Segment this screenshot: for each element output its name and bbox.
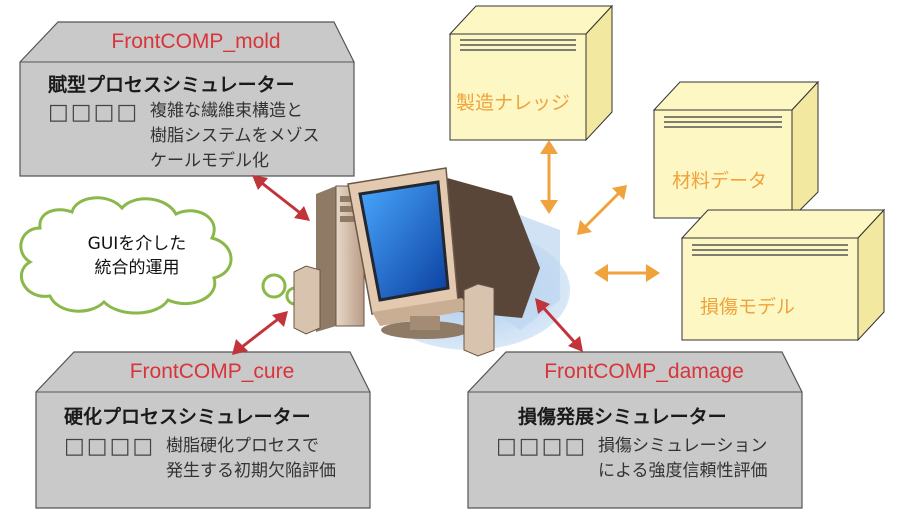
module-damage-box [467, 351, 803, 509]
module-cure-heading: 硬化プロセスシミュレーター [64, 406, 311, 428]
arrow-to-mold [252, 175, 310, 221]
module-damage-boxes: □□□□ [496, 434, 588, 459]
database-knowledge-label: 製造ナレッジ [456, 92, 571, 114]
module-mold-heading: 賦型プロセスシミュレーター [48, 74, 295, 96]
database-damage-model-label: 損傷モデル [700, 296, 796, 318]
module-mold-desc-line: 複雑な繊維束構造と [150, 101, 303, 121]
database-material-cube [652, 80, 820, 220]
module-mold-desc: 複雑な繊維束構造と 樹脂システムをメゾス ケールモデル化 [150, 99, 320, 174]
database-knowledge-cube [448, 4, 614, 142]
module-cure-desc-line: 発生する初期欠陥評価 [166, 461, 336, 481]
module-mold-title: FrontCOMP_mold [111, 30, 281, 53]
cloud-text: GUIを介した 統合的運用 [72, 232, 202, 280]
module-mold-desc-line: ケールモデル化 [150, 151, 269, 171]
arrow-to-cure [232, 311, 288, 355]
database-material-label: 材料データ [672, 170, 768, 192]
module-damage-desc: 損傷シミュレーション による強度信頼性評価 [598, 434, 768, 484]
cloud-text-line: 統合的運用 [94, 258, 180, 278]
computer-illustration [293, 167, 570, 357]
module-cure-box [35, 351, 371, 509]
module-cure-desc: 樹脂硬化プロセスで 発生する初期欠陥評価 [166, 434, 336, 484]
module-damage-title: FrontCOMP_damage [544, 360, 744, 383]
module-cure-title: FrontCOMP_cure [129, 360, 295, 383]
module-mold-box [19, 21, 355, 177]
cloud-text-line: GUIを介した [87, 234, 187, 254]
arrow-to-damage-model [594, 264, 660, 282]
database-damage-model-cube [680, 208, 886, 342]
module-damage-heading: 損傷発展シミュレーター [518, 406, 727, 428]
module-damage-desc-line: による強度信頼性評価 [598, 461, 768, 481]
module-mold-boxes: □□□□ [48, 100, 140, 125]
module-damage-desc-line: 損傷シミュレーション [598, 436, 768, 456]
arrow-to-knowledge [540, 140, 558, 214]
arrow-to-material [577, 185, 627, 235]
module-cure-desc-line: 樹脂硬化プロセスで [166, 436, 319, 456]
module-mold-desc-line: 樹脂システムをメゾス [150, 126, 320, 146]
arrow-to-damage [535, 298, 583, 352]
module-cure-boxes: □□□□ [64, 434, 156, 459]
